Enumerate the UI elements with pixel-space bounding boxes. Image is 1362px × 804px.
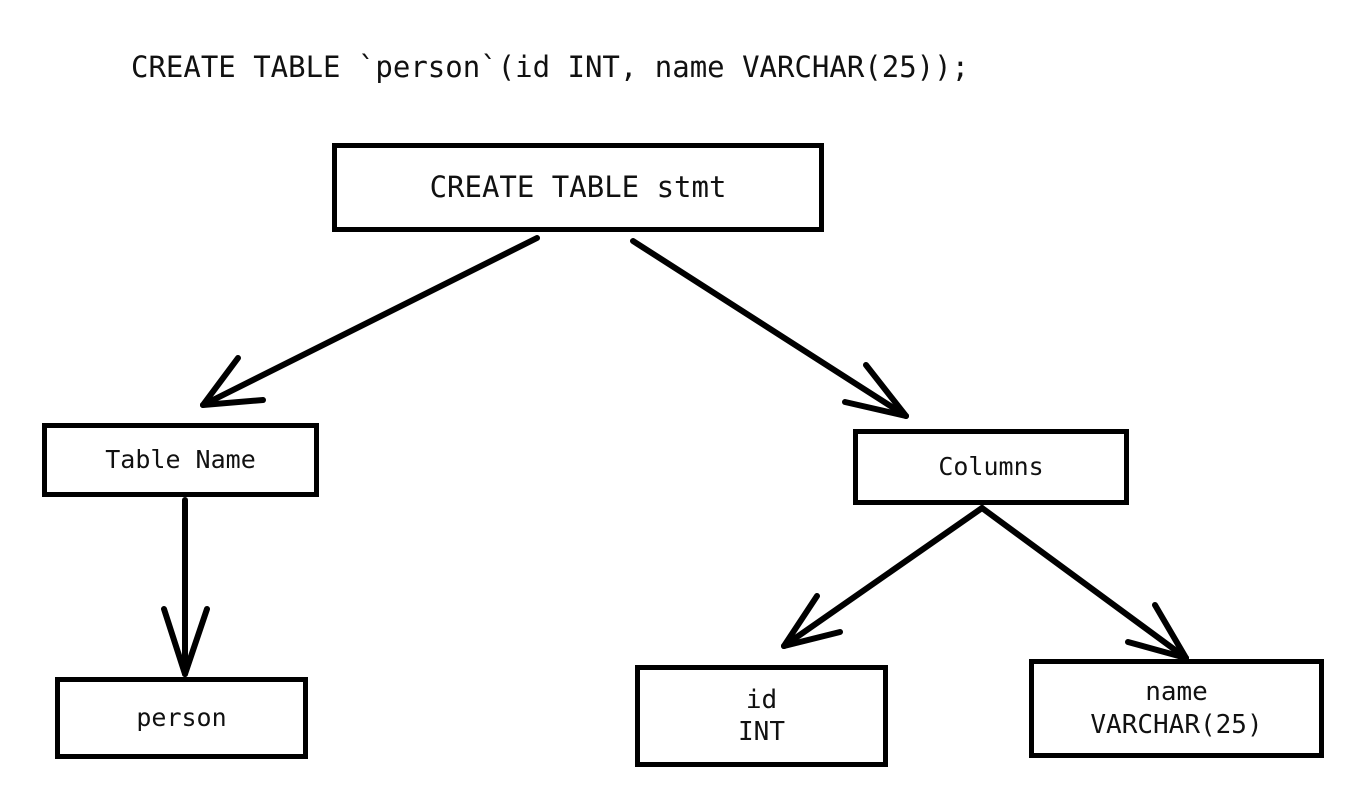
node-label: person — [136, 703, 227, 733]
edge-root-to-table-name — [200, 235, 540, 408]
node-label: CREATE TABLE stmt — [429, 170, 727, 205]
edge-columns-to-name — [979, 505, 1189, 661]
node-column-id[interactable]: id INT — [635, 665, 888, 767]
sql-statement-title: CREATE TABLE `person`(id INT, name VARCH… — [131, 50, 970, 84]
node-columns[interactable]: Columns — [853, 429, 1129, 505]
node-create-table-stmt[interactable]: CREATE TABLE stmt — [332, 143, 824, 232]
edge-root-to-columns — [630, 238, 909, 419]
node-column-name[interactable]: name VARCHAR(25) — [1029, 659, 1324, 758]
edge-table-name-to-person — [161, 497, 210, 677]
node-label: Table Name — [105, 445, 256, 475]
node-label: Columns — [938, 452, 1044, 482]
column-type: VARCHAR(25) — [1090, 709, 1263, 740]
edge-columns-to-id — [781, 505, 985, 649]
node-person[interactable]: person — [55, 677, 308, 759]
column-type: INT — [738, 717, 785, 747]
column-name: id — [745, 684, 778, 715]
node-table-name[interactable]: Table Name — [42, 423, 319, 497]
column-name: name — [1145, 677, 1208, 707]
